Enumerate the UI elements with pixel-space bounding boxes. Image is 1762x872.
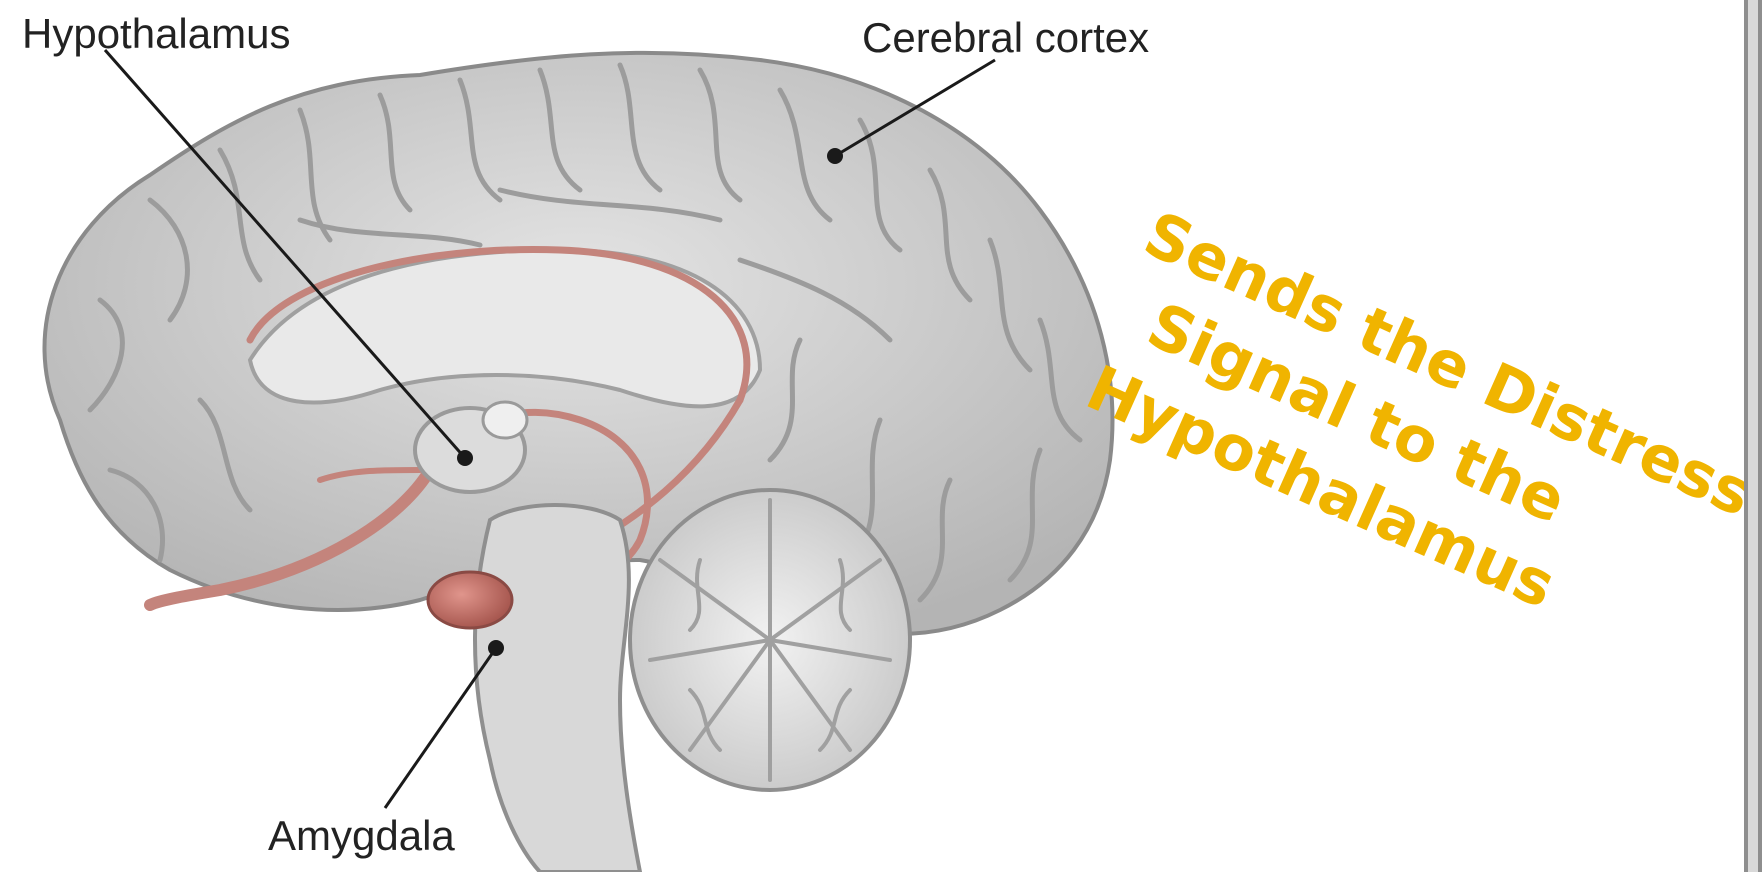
amygdala-shape — [428, 572, 512, 628]
hypothalamus-label: Hypothalamus — [22, 10, 290, 57]
amygdala-label: Amygdala — [268, 812, 455, 859]
amygdala-leader — [385, 648, 496, 808]
pineal-region — [483, 402, 527, 438]
cerebral-cortex-label: Cerebral cortex — [862, 14, 1149, 61]
vertical-scrollbar[interactable] — [1744, 0, 1762, 872]
cerebellum — [630, 490, 910, 790]
hypothalamus-marker — [457, 450, 473, 466]
scrollbar-track — [1748, 0, 1758, 872]
distress-signal-callout: Sends the Distress Signal to the Hypotha… — [1067, 197, 1762, 681]
brainstem — [475, 505, 640, 872]
cerebral-cortex-marker — [827, 148, 843, 164]
amygdala-marker — [488, 640, 504, 656]
